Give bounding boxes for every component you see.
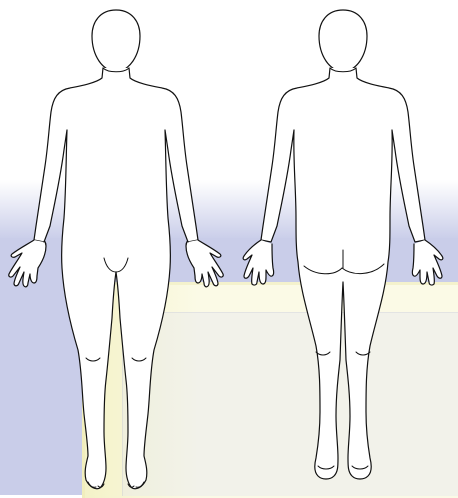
- front-body-figure: [9, 10, 223, 489]
- front-left-hand: [9, 240, 46, 287]
- back-body-figure: [243, 10, 443, 479]
- back-left-hand: [243, 240, 273, 285]
- front-right-hand: [186, 240, 223, 287]
- front-head: [92, 10, 140, 72]
- back-head: [319, 10, 367, 72]
- back-right-hand: [412, 240, 442, 285]
- front-torso-legs: [34, 68, 198, 489]
- back-torso-legs: [261, 68, 425, 479]
